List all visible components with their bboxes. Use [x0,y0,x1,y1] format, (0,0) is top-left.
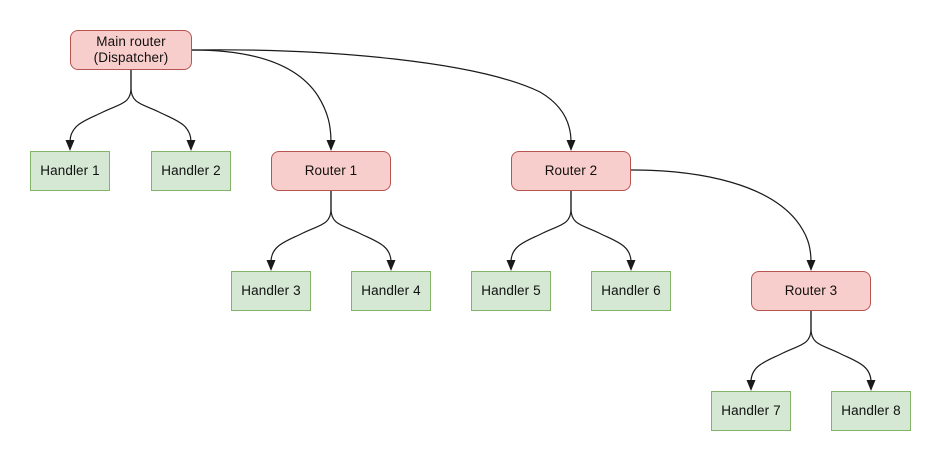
node-label: Router 2 [544,163,598,178]
node-label: Handler 3 [241,283,301,298]
arrow-head-icon [806,260,816,271]
node-handler-8[interactable]: Handler 8 [831,391,911,431]
node-router-1[interactable]: Router 1 [271,151,391,191]
arrow-head-icon [65,140,75,151]
node-label: Handler 1 [40,163,100,178]
edge-router-3-to-handler-8 [810,310,876,391]
node-handler-6[interactable]: Handler 6 [591,271,671,311]
edge-main-to-handler-1 [65,69,132,151]
arrow-head-icon [866,380,876,391]
node-handler-7[interactable]: Handler 7 [711,391,791,431]
arrow-head-icon [566,140,576,151]
node-main-router[interactable]: Main router (Dispatcher) [70,30,192,70]
node-handler-5[interactable]: Handler 5 [471,271,551,311]
arrow-head-icon [506,260,516,271]
node-label: Router 1 [304,163,358,178]
node-label: Handler 6 [601,283,661,298]
edge-main-to-handler-2 [130,69,196,151]
node-router-2[interactable]: Router 2 [511,151,631,191]
node-label: Handler 4 [361,283,421,298]
arrow-head-icon [266,260,276,271]
edge-router-2-to-handler-5 [506,190,572,271]
edge-router-3-to-handler-7 [746,310,812,391]
arrow-head-icon [386,260,396,271]
node-handler-1[interactable]: Handler 1 [30,151,110,191]
node-label: Main router (Dispatcher) [93,34,169,65]
edge-router-1-to-handler-3 [266,190,332,271]
arrow-head-icon [626,260,636,271]
node-router-3[interactable]: Router 3 [751,271,871,311]
node-label: Handler 8 [841,403,901,418]
node-handler-3[interactable]: Handler 3 [231,271,311,311]
edge-main-to-router-2 [191,49,576,151]
edge-router-1-to-handler-4 [330,190,396,271]
arrow-head-icon [326,140,336,151]
edge-router-2-to-router-3 [630,169,816,271]
edge-main-to-router-1 [191,49,336,151]
arrow-head-icon [746,380,756,391]
node-label: Handler 2 [161,163,221,178]
node-label: Router 3 [784,283,838,298]
edge-router-2-to-handler-6 [570,190,636,271]
node-handler-4[interactable]: Handler 4 [351,271,431,311]
node-label: Handler 7 [721,403,781,418]
node-label: Handler 5 [481,283,541,298]
arrow-head-icon [186,140,196,151]
node-handler-2[interactable]: Handler 2 [151,151,231,191]
